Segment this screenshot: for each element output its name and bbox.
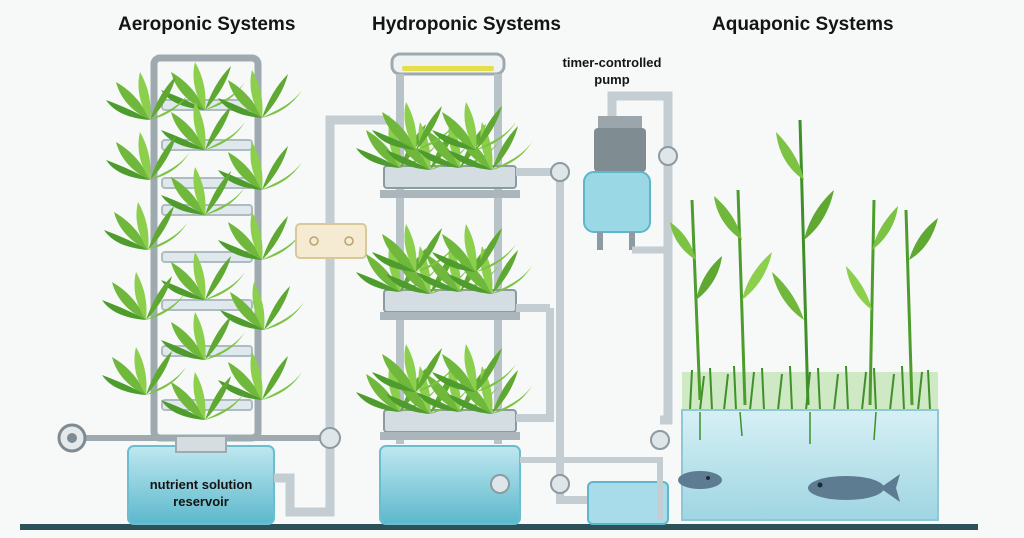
pump-label-line2: pump — [594, 72, 630, 87]
pump-outlet-pipe — [607, 91, 673, 425]
rack-post-right — [494, 74, 502, 444]
fish-icon-small — [678, 471, 722, 489]
reservoir-label-line1: nutrient solution — [149, 477, 253, 492]
pump-motor — [594, 128, 646, 172]
reservoir-label-line2: reservoir — [173, 494, 229, 509]
aeroponic-title: Aeroponic Systems — [118, 14, 296, 35]
aquaponic-system — [670, 119, 939, 521]
grass-blades — [689, 365, 931, 411]
tray-drain-pipe — [516, 168, 590, 504]
pump-label: timer-controlled pump — [552, 54, 672, 88]
hydroponic-trays — [380, 165, 520, 440]
fish-icon — [808, 474, 900, 502]
pump-water-chamber — [583, 171, 651, 233]
sump-tank — [587, 481, 669, 525]
hydroponic-reservoir — [379, 445, 521, 525]
return-pipe — [274, 115, 390, 517]
hydroponic-plants — [356, 102, 532, 414]
aeroponic-plants — [102, 62, 304, 420]
hydroponic-title: Hydroponic Systems — [372, 14, 561, 35]
hydroponic-system — [356, 52, 590, 525]
tall-reeds — [670, 119, 938, 406]
ground-line — [20, 524, 978, 530]
reservoir-label: nutrient solution reservoir — [130, 476, 272, 510]
pump-label-line1: timer-controlled — [562, 55, 662, 70]
aquaponic-title: Aquaponic Systems — [712, 14, 894, 35]
control-box — [295, 223, 367, 259]
pipe-joint-icon — [319, 427, 341, 449]
reservoir-pump-head — [175, 435, 227, 453]
pump-motor-cap — [598, 116, 642, 128]
timer-controlled-pump — [520, 91, 678, 525]
aeroponic-system — [57, 54, 390, 525]
pond-roots — [699, 411, 877, 444]
